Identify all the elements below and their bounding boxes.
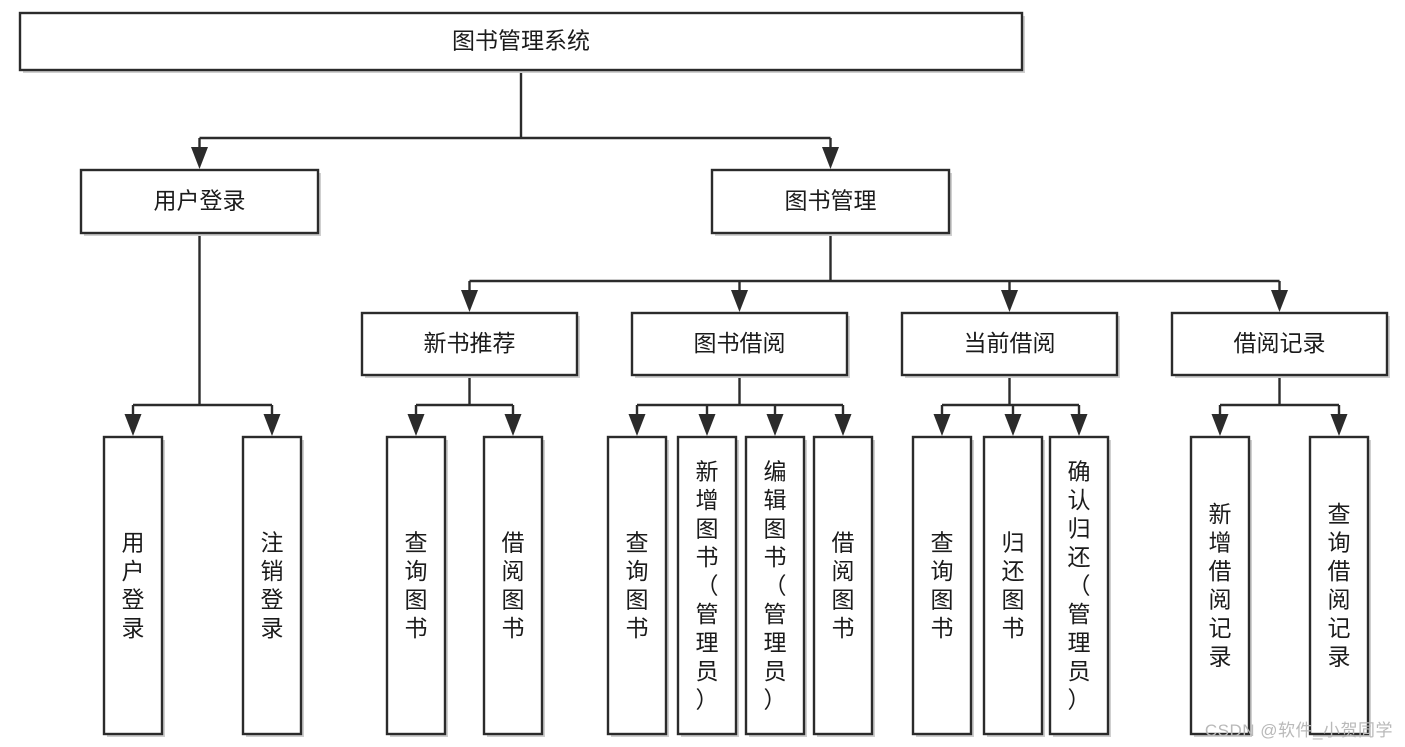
node-label: 查询图书 — [405, 530, 428, 642]
node-label: 归还图书 — [1002, 530, 1025, 642]
node-label: 图书管理系统 — [452, 28, 590, 54]
node-leaf-add-record[interactable]: 新增借阅记录 — [1189, 435, 1252, 737]
node-leaf-borrow-book-1[interactable]: 借阅图书 — [482, 435, 545, 737]
node-box[interactable] — [79, 168, 320, 235]
node-leaf-query-record[interactable]: 查询借阅记录 — [1308, 435, 1371, 737]
node-book-manage[interactable]: 图书管理 — [710, 168, 952, 236]
node-label: 新书推荐 — [424, 330, 516, 356]
node-label: 新增借阅记录 — [1209, 501, 1232, 670]
node-root[interactable]: 图书管理系统 — [18, 11, 1025, 73]
node-label: 当前借阅 — [964, 330, 1056, 356]
node-label: 确认归还（管理员） — [1068, 458, 1091, 712]
node-leaf-user-login[interactable]: 用户登录 — [102, 435, 165, 737]
connector-group-root — [191, 70, 839, 169]
node-new-book-rec[interactable]: 新书推荐 — [360, 311, 580, 378]
node-label: 新增图书（管理员） — [696, 458, 719, 712]
node-leaf-user-logout[interactable]: 注销登录 — [241, 435, 304, 737]
node-box[interactable] — [1189, 435, 1251, 736]
node-box[interactable] — [385, 435, 447, 736]
connector-group-book-manage — [461, 233, 1288, 312]
node-label: 查询借阅记录 — [1328, 501, 1351, 670]
node-leaf-add-book[interactable]: 新增图书（管理员） — [676, 435, 739, 737]
connector-group-current-borrow — [933, 375, 1088, 436]
connector-group-user-login — [124, 233, 281, 436]
node-leaf-borrow-book-2[interactable]: 借阅图书 — [812, 435, 875, 737]
node-box[interactable] — [911, 435, 973, 736]
node-box[interactable] — [744, 435, 806, 736]
node-box[interactable] — [710, 168, 951, 235]
node-label: 借阅图书 — [502, 530, 525, 642]
node-box[interactable] — [812, 435, 874, 736]
node-layer: 图书管理系统用户登录图书管理新书推荐图书借阅当前借阅借阅记录用户登录注销登录查询… — [18, 11, 1390, 737]
node-borrow-record[interactable]: 借阅记录 — [1170, 311, 1390, 378]
node-box[interactable] — [360, 311, 579, 377]
node-label: 借阅图书 — [832, 530, 855, 642]
connector-group-new-book-rec — [407, 375, 522, 436]
node-box[interactable] — [18, 11, 1024, 72]
node-leaf-confirm-return[interactable]: 确认归还（管理员） — [1048, 435, 1111, 737]
node-user-login[interactable]: 用户登录 — [79, 168, 321, 236]
node-box[interactable] — [630, 311, 849, 377]
node-box[interactable] — [982, 435, 1044, 736]
node-label: 用户登录 — [122, 530, 145, 642]
node-box[interactable] — [606, 435, 668, 736]
node-box[interactable] — [676, 435, 738, 736]
node-box[interactable] — [482, 435, 544, 736]
node-current-borrow[interactable]: 当前借阅 — [900, 311, 1120, 378]
node-box[interactable] — [1048, 435, 1110, 736]
node-leaf-query-book-1[interactable]: 查询图书 — [385, 435, 448, 737]
node-box[interactable] — [1308, 435, 1370, 736]
connector-group-book-borrow — [628, 375, 852, 436]
node-box[interactable] — [900, 311, 1119, 377]
node-box[interactable] — [1170, 311, 1389, 377]
connector-group-borrow-record — [1211, 375, 1348, 436]
node-leaf-query-book-2[interactable]: 查询图书 — [606, 435, 669, 737]
node-box[interactable] — [102, 435, 164, 736]
node-leaf-return-book[interactable]: 归还图书 — [982, 435, 1045, 737]
node-label: 注销登录 — [261, 530, 284, 642]
node-label: 编辑图书（管理员） — [764, 458, 787, 712]
node-label: 借阅记录 — [1234, 330, 1326, 356]
node-leaf-query-book-3[interactable]: 查询图书 — [911, 435, 974, 737]
connector-layer — [124, 70, 1348, 436]
node-label: 查询图书 — [931, 530, 954, 642]
node-label: 图书借阅 — [694, 330, 786, 356]
node-box[interactable] — [241, 435, 303, 736]
node-label: 查询图书 — [626, 530, 649, 642]
node-label: 图书管理 — [785, 188, 877, 214]
node-leaf-edit-book[interactable]: 编辑图书（管理员） — [744, 435, 807, 737]
node-book-borrow[interactable]: 图书借阅 — [630, 311, 850, 378]
node-label: 用户登录 — [154, 188, 246, 214]
